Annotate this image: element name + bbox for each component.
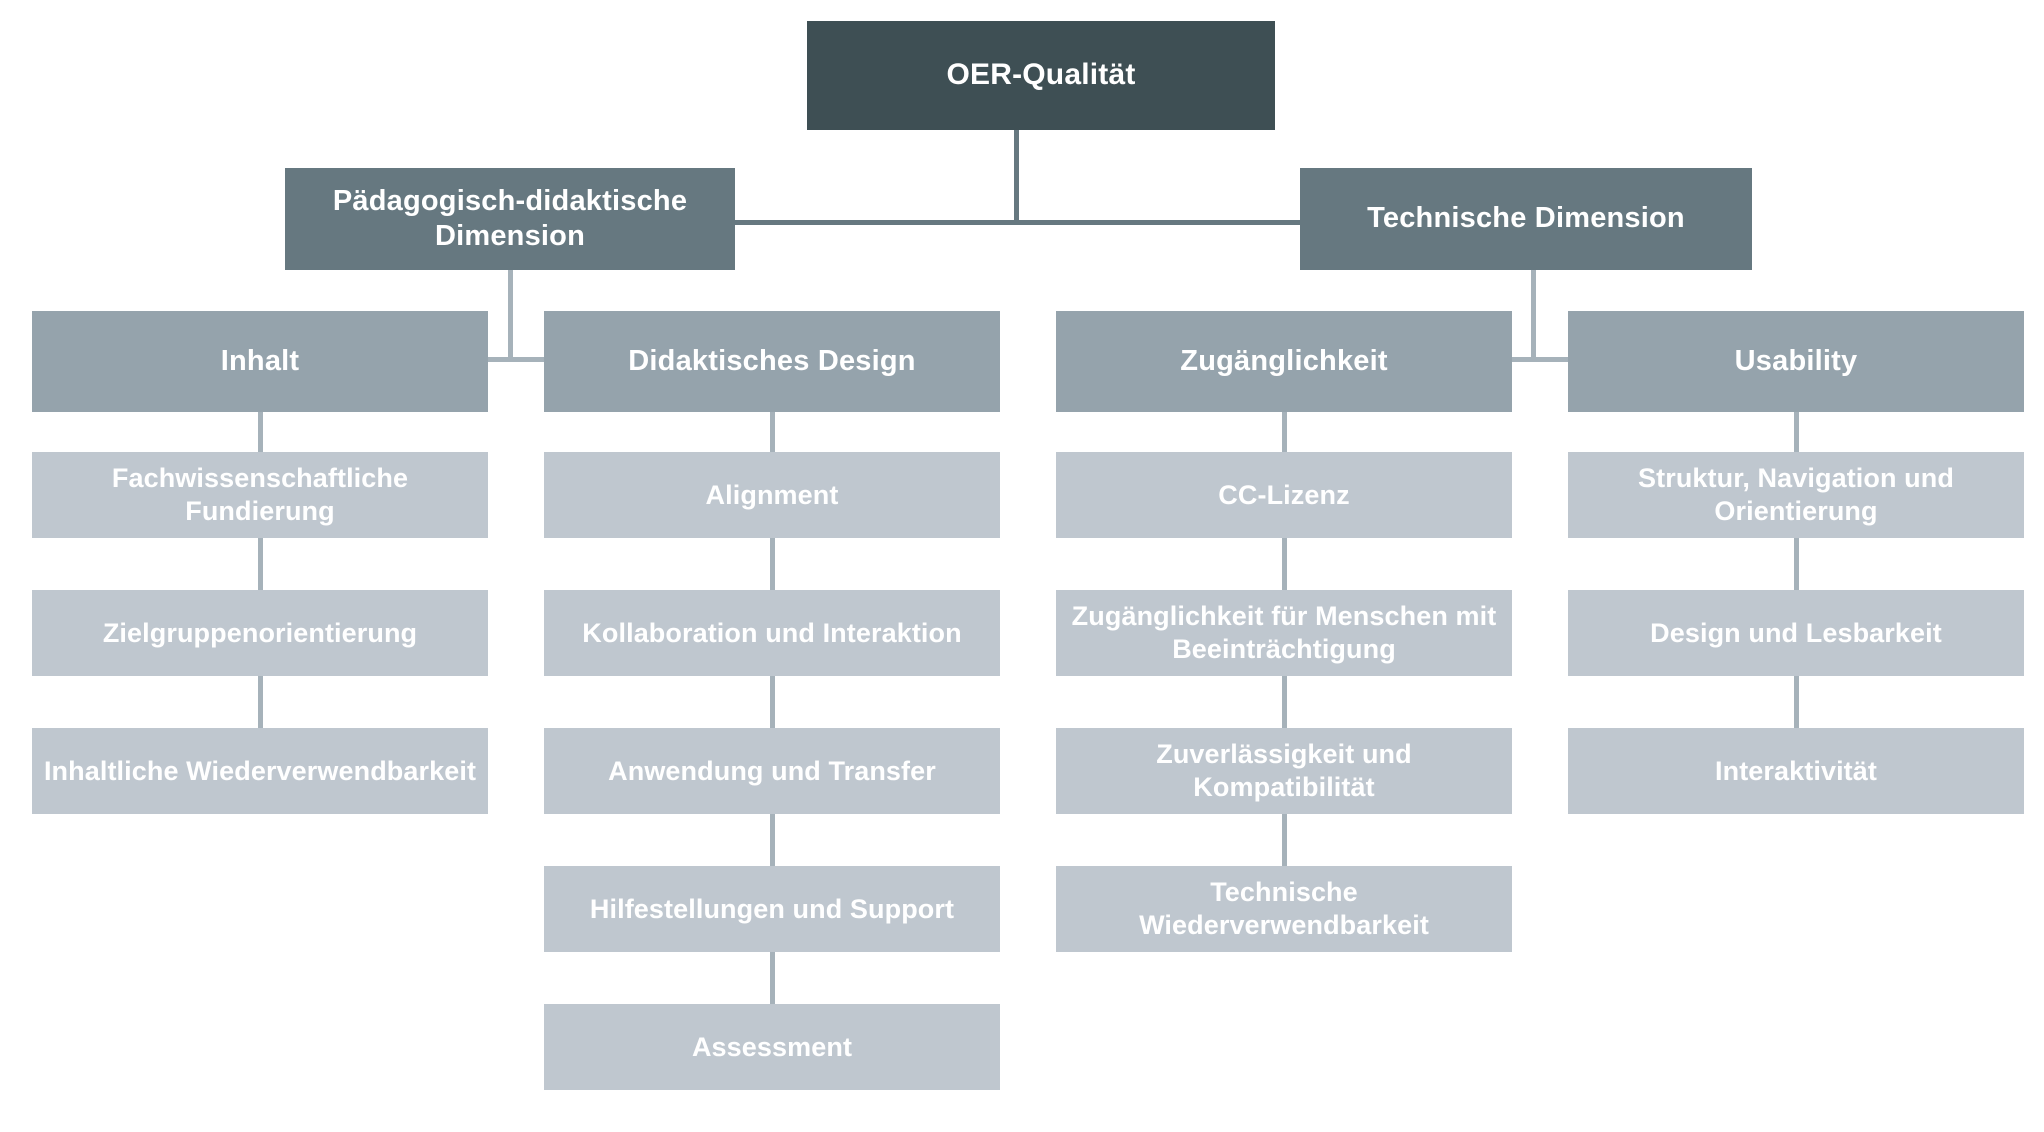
node-alignment[interactable]: Alignment <box>544 452 1000 538</box>
connector-col2-spine <box>770 676 775 728</box>
node-oer-qualitaet[interactable]: OER-Qualität <box>807 21 1275 130</box>
node-usability[interactable]: Usability <box>1568 311 2024 412</box>
connector-col4-spine <box>1794 538 1799 590</box>
node-cc-lizenz[interactable]: CC-Lizenz <box>1056 452 1512 538</box>
node-anwendung-und-transfer[interactable]: Anwendung und Transfer <box>544 728 1000 814</box>
connector-col2-spine <box>770 952 775 1004</box>
node-zugaenglichkeit[interactable]: Zugänglichkeit <box>1056 311 1512 412</box>
node-didaktisches-design[interactable]: Didaktisches Design <box>544 311 1000 412</box>
node-zugaenglichkeit-fuer-menschen-mit-beeintraechtigung[interactable]: Zugänglichkeit für Menschen mit Beeinträ… <box>1056 590 1512 676</box>
connector-col3-spine <box>1282 676 1287 728</box>
connector-dimensions-bar <box>735 220 1301 225</box>
node-paedagogisch-didaktische-dimension[interactable]: Pädagogisch-didaktische Dimension <box>285 168 735 270</box>
connector-col3-spine <box>1282 538 1287 590</box>
node-inhalt[interactable]: Inhalt <box>32 311 488 412</box>
connector-col3-spine <box>1282 412 1287 452</box>
node-hilfestellungen-und-support[interactable]: Hilfestellungen und Support <box>544 866 1000 952</box>
connector-col2-spine <box>770 814 775 866</box>
node-kollaboration-und-interaktion[interactable]: Kollaboration und Interaktion <box>544 590 1000 676</box>
node-inhaltliche-wiederverwendbarkeit[interactable]: Inhaltliche Wiederverwendbarkeit <box>32 728 488 814</box>
node-assessment[interactable]: Assessment <box>544 1004 1000 1090</box>
connector-col4-spine <box>1794 412 1799 452</box>
connector-col3-spine <box>1282 814 1287 866</box>
node-fachwissenschaftliche-fundierung[interactable]: Fachwissenschaftliche Fundierung <box>32 452 488 538</box>
connector-col2-spine <box>770 538 775 590</box>
connector-col4-spine <box>1794 676 1799 728</box>
connector-dim1-down <box>508 270 513 362</box>
node-technische-dimension[interactable]: Technische Dimension <box>1300 168 1752 270</box>
connector-col1-spine <box>258 676 263 728</box>
connector-col1-spine <box>258 412 263 452</box>
connector-col2-spine <box>770 412 775 452</box>
node-design-und-lesbarkeit[interactable]: Design und Lesbarkeit <box>1568 590 2024 676</box>
node-zielgruppenorientierung[interactable]: Zielgruppenorientierung <box>32 590 488 676</box>
node-zuverlaessigkeit-und-kompatibilitaet[interactable]: Zuverlässigkeit und Kompatibilität <box>1056 728 1512 814</box>
node-struktur-navigation-und-orientierung[interactable]: Struktur, Navigation und Orientierung <box>1568 452 2024 538</box>
connector-dim1-bar <box>166 357 856 362</box>
connector-dim2-bar <box>1190 357 1880 362</box>
node-interaktivitaet[interactable]: Interaktivität <box>1568 728 2024 814</box>
node-technische-wiederverwendbarkeit[interactable]: Technische Wiederverwendbarkeit <box>1056 866 1512 952</box>
connector-col1-spine <box>258 538 263 590</box>
connector-root-down <box>1014 130 1019 225</box>
connector-dim2-down <box>1531 270 1536 362</box>
